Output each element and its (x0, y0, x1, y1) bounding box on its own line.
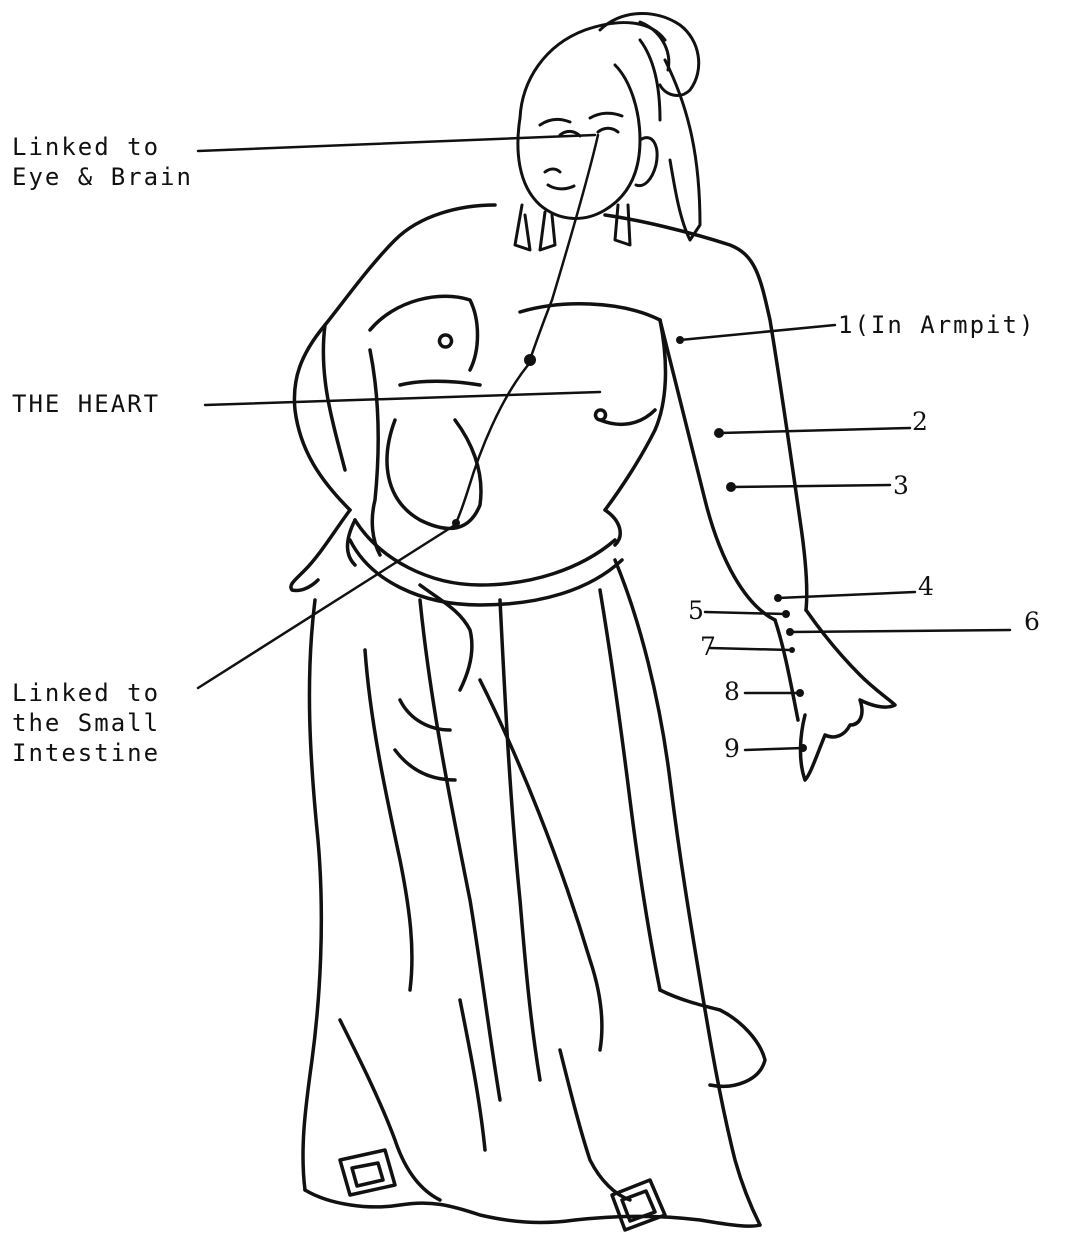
label-small-intestine-line1: Linked to (12, 678, 160, 708)
label-eye-brain: Linked to Eye & Brain (12, 132, 193, 192)
point-label-9: 9 (724, 734, 740, 763)
point-label-7: 7 (700, 632, 716, 661)
point-label-4: 4 (918, 572, 934, 601)
torso (291, 205, 895, 780)
point-label-1: 1(In Armpit) (838, 310, 1035, 340)
label-eye-brain-line2: Eye & Brain (12, 162, 193, 192)
label-the-heart: THE HEART (12, 389, 160, 419)
point-label-6: 6 (1024, 607, 1040, 636)
robe (303, 560, 765, 1230)
label-small-intestine-line3: Intestine (12, 738, 160, 768)
point-1-note: (In Armpit) (854, 311, 1035, 339)
label-eye-brain-line1: Linked to (12, 132, 193, 162)
label-small-intestine-line2: the Small (12, 708, 160, 738)
point-label-8: 8 (724, 677, 740, 706)
leader-lines (198, 135, 1010, 750)
point-label-2: 2 (912, 407, 928, 436)
point-1-number: 1 (838, 311, 854, 339)
label-small-intestine: Linked to the Small Intestine (12, 678, 160, 768)
point-label-3: 3 (893, 471, 909, 500)
point-label-5: 5 (688, 596, 704, 625)
